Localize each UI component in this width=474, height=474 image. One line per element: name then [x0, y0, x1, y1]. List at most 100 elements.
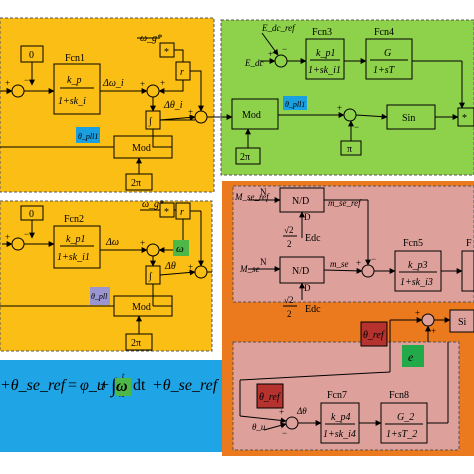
sum-junction-b1: [11, 237, 25, 251]
fcn4-label: Fcn4: [374, 27, 394, 38]
plus-sign-c2: +: [337, 103, 342, 113]
eq-equals: =: [68, 377, 77, 394]
edc-input: E_dc: [244, 58, 264, 68]
fcn1-numerator: k_p: [67, 75, 81, 86]
d-label-1: D: [304, 212, 311, 222]
theta-pll-label-b: θ_pll: [91, 292, 108, 301]
minus-sign-c2: −: [354, 122, 359, 132]
e-badge: [402, 345, 424, 367]
panel-e-equation: +θ_se_ref = φ_u + ∫ t t1 ω dt +θ_se_ref: [0, 371, 220, 399]
fcn3-numerator: k_p1: [316, 48, 335, 59]
fcn7-label: Fcn7: [327, 390, 347, 401]
sum-junction-d2: [421, 313, 435, 327]
sum-junction-a1: [11, 84, 25, 98]
plus-sign-b3: +: [188, 262, 193, 272]
eq-int-upper: t: [122, 371, 125, 380]
pi-label-c: π: [347, 144, 352, 155]
sum-junction-c2: [343, 108, 357, 122]
mod-label-a: Mod: [132, 143, 151, 154]
plus-sign-a2: +: [140, 79, 145, 89]
fcn8-block: [380, 402, 428, 444]
sum-junction-b2: [146, 243, 160, 257]
sum-junction-c1: [274, 54, 288, 68]
fcn8-denominator: 1+sT_2: [386, 429, 417, 440]
edc-label-1: Edc: [305, 233, 321, 244]
m-se-ref-input: M_se_ref: [234, 192, 270, 202]
eq-omega: ω: [116, 378, 128, 395]
eq-integral-sign: ∫: [109, 375, 118, 398]
minus-sign-c1: −: [282, 44, 287, 54]
d-label-2: D: [304, 283, 311, 293]
theta-pll-badge-b: [90, 287, 110, 305]
fcn2-block: [53, 225, 101, 269]
eq-dt: dt: [133, 377, 146, 394]
fcn7-numerator: k_p4: [331, 412, 350, 423]
panel-d-upper-sub-background: [232, 185, 474, 303]
minus-sign-b1: −: [24, 229, 29, 239]
fcn5-denominator: 1+sk_i3: [400, 277, 433, 288]
fcn1-label: Fcn1: [65, 53, 85, 64]
m-se-ref-output: m_se_ref: [328, 198, 362, 208]
frac-den-2: 2: [287, 309, 292, 319]
minus-sign-d4: −: [282, 428, 287, 438]
eq-phi-u: φ_u: [80, 377, 105, 394]
theta-pll1-badge-c: [283, 96, 307, 110]
theta-u-input: θ_u: [252, 422, 266, 432]
eq-rhs-theta: +θ_se_ref: [152, 377, 220, 394]
nd-label-1: N/D: [292, 196, 309, 207]
r-label-a: r: [180, 67, 184, 78]
plus-sign-a1: +: [5, 78, 10, 88]
sum-junction-b3: [194, 265, 208, 279]
minus-sign-d1: −: [371, 254, 376, 264]
integrator-a: ∫: [148, 116, 153, 127]
m-se-output: m_se: [330, 259, 349, 269]
panel-c: [214, 32, 474, 165]
plus-sign-a4: +: [188, 107, 193, 117]
fcn1-denominator: 1+sk_i: [58, 96, 86, 107]
fcn6-block-partial: [461, 250, 474, 292]
sin-label-c: Sin: [402, 113, 415, 124]
plus-sign-b2: +: [140, 238, 145, 248]
sin-partial-label: Si: [458, 317, 467, 328]
mod-label-c: Mod: [242, 110, 261, 121]
fcn3-denominator: 1+sk_i1: [308, 65, 341, 76]
n-label-1: N: [260, 187, 267, 197]
plus-sign-d4: +: [279, 407, 284, 417]
integrator-b: ∫: [148, 271, 153, 282]
plus-sign-b1: +: [5, 232, 10, 242]
fcn5-numerator: k_p3: [408, 260, 427, 271]
sin-block-c: [386, 104, 436, 130]
fcn4-numerator: G: [384, 48, 391, 59]
fcn3-label: Fcn3: [312, 27, 332, 38]
sqrt2-label-2: √2: [284, 295, 293, 305]
plus-sign-d2: +: [415, 308, 420, 318]
m-se-input: M_se: [239, 264, 260, 274]
theta-pll1-badge-a: [76, 127, 100, 143]
plus-sign-c1: +: [268, 49, 273, 59]
nd-label-2: N/D: [292, 266, 309, 277]
theta-ref-label-2: θ_ref: [259, 392, 281, 403]
theta-ref-badge-2: [256, 383, 284, 409]
n-label-2: N: [260, 257, 267, 267]
fcn7-block: [320, 402, 360, 444]
minus-sign-a1: −: [24, 75, 29, 85]
eq-lhs-theta: +θ_se_ref: [0, 377, 68, 394]
delta-theta-label-b: Δθ: [164, 261, 176, 272]
panel-a-labels: 0 Fcn1 k_p 1+sk_i Δω_i ω_g* * r ∫ Δθ_i M…: [5, 33, 193, 189]
e-badge-label: e: [408, 350, 414, 364]
fcn5-label: Fcn5: [403, 238, 423, 249]
two-pi-b: 2π: [131, 338, 141, 349]
fcn2-label: Fcn2: [64, 214, 84, 225]
theta-pll1-label-c: θ_pll1: [285, 100, 305, 109]
edc-ref-input: E_dc_ref: [261, 23, 296, 33]
panel-d-labels: M_se_ref N N/D D m_se_ref √2 2 Edc M_se …: [234, 187, 472, 440]
fcn8-numerator: G_2: [397, 412, 414, 423]
star-symbol-a: *: [164, 47, 169, 58]
zero-const-a: 0: [29, 50, 34, 61]
fcn6-partial-label: F: [466, 238, 472, 249]
panel-b-labels: 0 Fcn2 k_p1 1+sk_i1 Δω ω_g* * r ∫ Δθ Mod…: [5, 199, 193, 349]
plus-sign-d1: +: [356, 258, 361, 268]
sum-junction-d1: [361, 264, 375, 278]
eq-omega-badge: [115, 378, 131, 396]
